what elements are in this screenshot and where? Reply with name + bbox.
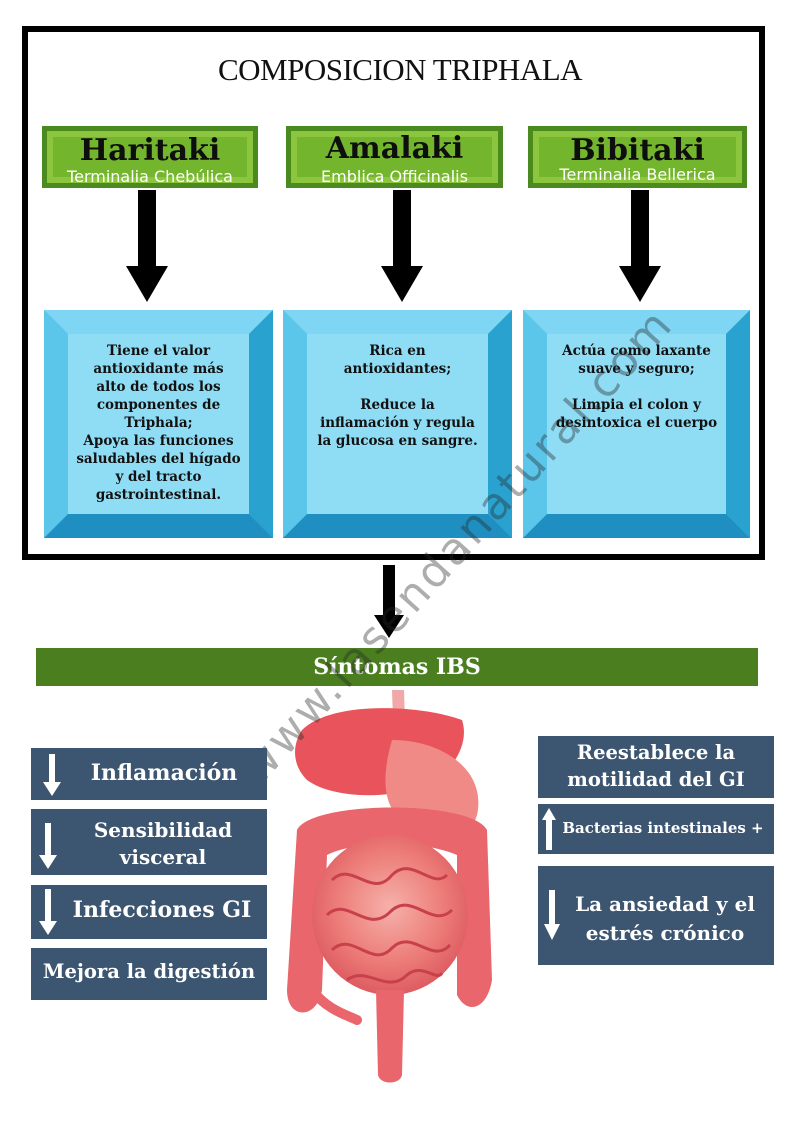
herb-name: Amalaki [325,131,464,166]
effect-infecciones-gi: Infecciones GI [31,885,267,939]
effect-ansiedad-estres: La ansiedad y el estrés crónico [538,866,774,965]
section-title: Síntomas IBS [36,648,758,686]
down-arrow-icon [619,190,661,302]
effect-label: Infecciones GI [72,897,252,923]
up-arrow-icon [542,808,556,850]
effect-label: Reestablece la motilidad del GI [567,741,745,791]
description-box-amalaki: Rica en antioxidantes; Reduce la inflama… [283,310,512,538]
herb-latin-name: Terminalia Bellerica [559,165,716,184]
herb-header-amalaki: Amalaki Emblica Officinalis [286,126,503,188]
down-arrow-icon [374,565,404,638]
herb-latin-name: Emblica Officinalis [321,167,468,186]
effect-mejora-digestion: Mejora la digestión [31,948,267,1000]
down-arrow-icon [381,190,423,302]
down-arrow-icon [39,889,57,935]
effect-sensibilidad-visceral: Sensibilidad visceral [31,809,267,875]
down-arrow-icon [43,754,61,796]
effect-label: La ansiedad y el estrés crónico [575,892,755,945]
herb-latin-name: Terminalia Chebúlica [67,167,233,186]
effect-bacterias-intestinales: Bacterias intestinales + [538,804,774,854]
description-box-haritaki: Tiene el valor antioxidante más alto de … [44,310,273,538]
herb-header-haritaki: Haritaki Terminalia Chebúlica [42,126,258,188]
herb-header-fill [297,137,492,177]
effect-label: Bacterias intestinales + [562,819,764,837]
herb-name: Haritaki [79,133,221,168]
effect-motilidad-gi: Reestablece la motilidad del GI [538,736,774,798]
effect-inflamacion: Inflamación [31,748,267,800]
digestive-system-illustration [287,690,492,1083]
effect-label: Mejora la digestión [42,960,256,983]
down-arrow-icon [126,190,168,302]
effect-label: Inflamación [90,760,238,786]
herb-description: Rica en antioxidantes; Reduce la inflama… [317,343,478,449]
herb-header-fill [53,137,247,177]
herb-description: Actúa como laxante suave y seguro; Limpi… [555,343,718,431]
down-arrow-icon [39,823,57,869]
description-box-bibitaki: Actúa como laxante suave y seguro; Limpi… [523,310,750,538]
down-arrow-icon [544,890,560,940]
herb-description: Tiene el valor antioxidante más alto de … [76,343,241,503]
herb-header-bibitaki: Bibitaki Terminalia Bellerica [528,126,747,188]
herb-header-fill [539,137,736,177]
page-title: COMPOSICION TRIPHALA [217,52,583,87]
herb-name: Bibitaki [570,133,705,168]
effect-label: Sensibilidad visceral [93,818,233,869]
